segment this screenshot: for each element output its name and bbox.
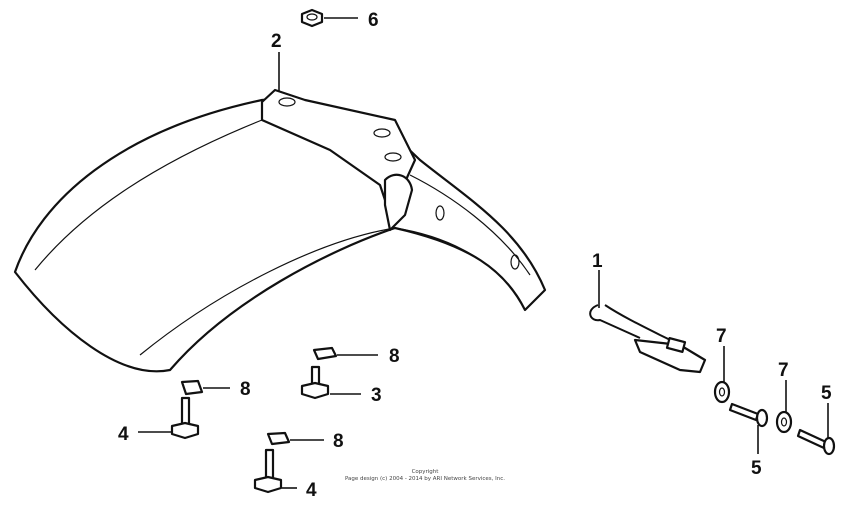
- screw-5a: [728, 402, 769, 428]
- bolt-4a: [170, 396, 200, 440]
- callout-1: 1: [592, 251, 603, 272]
- callout-3: 3: [371, 385, 382, 406]
- bolt-3: [300, 365, 330, 400]
- fender-bracket: [260, 88, 417, 232]
- screw-5b: [796, 428, 836, 456]
- callout-4a: 4: [118, 424, 129, 445]
- nut-6: [300, 8, 324, 28]
- callout-4b: 4: [306, 480, 317, 501]
- nut-8a: [312, 346, 338, 361]
- wire-clip-1: [589, 304, 707, 374]
- nut-8b: [180, 379, 204, 396]
- nut-8c: [266, 431, 291, 446]
- washer-7a: [713, 380, 731, 404]
- callout-6: 6: [368, 10, 379, 31]
- callout-5b: 5: [821, 383, 832, 404]
- callout-5a: 5: [751, 458, 762, 479]
- callout-7b: 7: [778, 360, 789, 381]
- copyright-notice: Page design (c) 2004 - 2014 by ARI Netwo…: [344, 476, 506, 482]
- callout-8c: 8: [333, 431, 344, 452]
- callout-8b: 8: [240, 379, 251, 400]
- front-fender: [13, 98, 547, 373]
- copyright-label: Copyright: [411, 469, 439, 475]
- bolt-4b: [253, 448, 283, 494]
- callout-2: 2: [271, 31, 282, 52]
- callout-8a: 8: [389, 346, 400, 367]
- callout-7a: 7: [716, 326, 727, 347]
- washer-7b: [775, 410, 793, 434]
